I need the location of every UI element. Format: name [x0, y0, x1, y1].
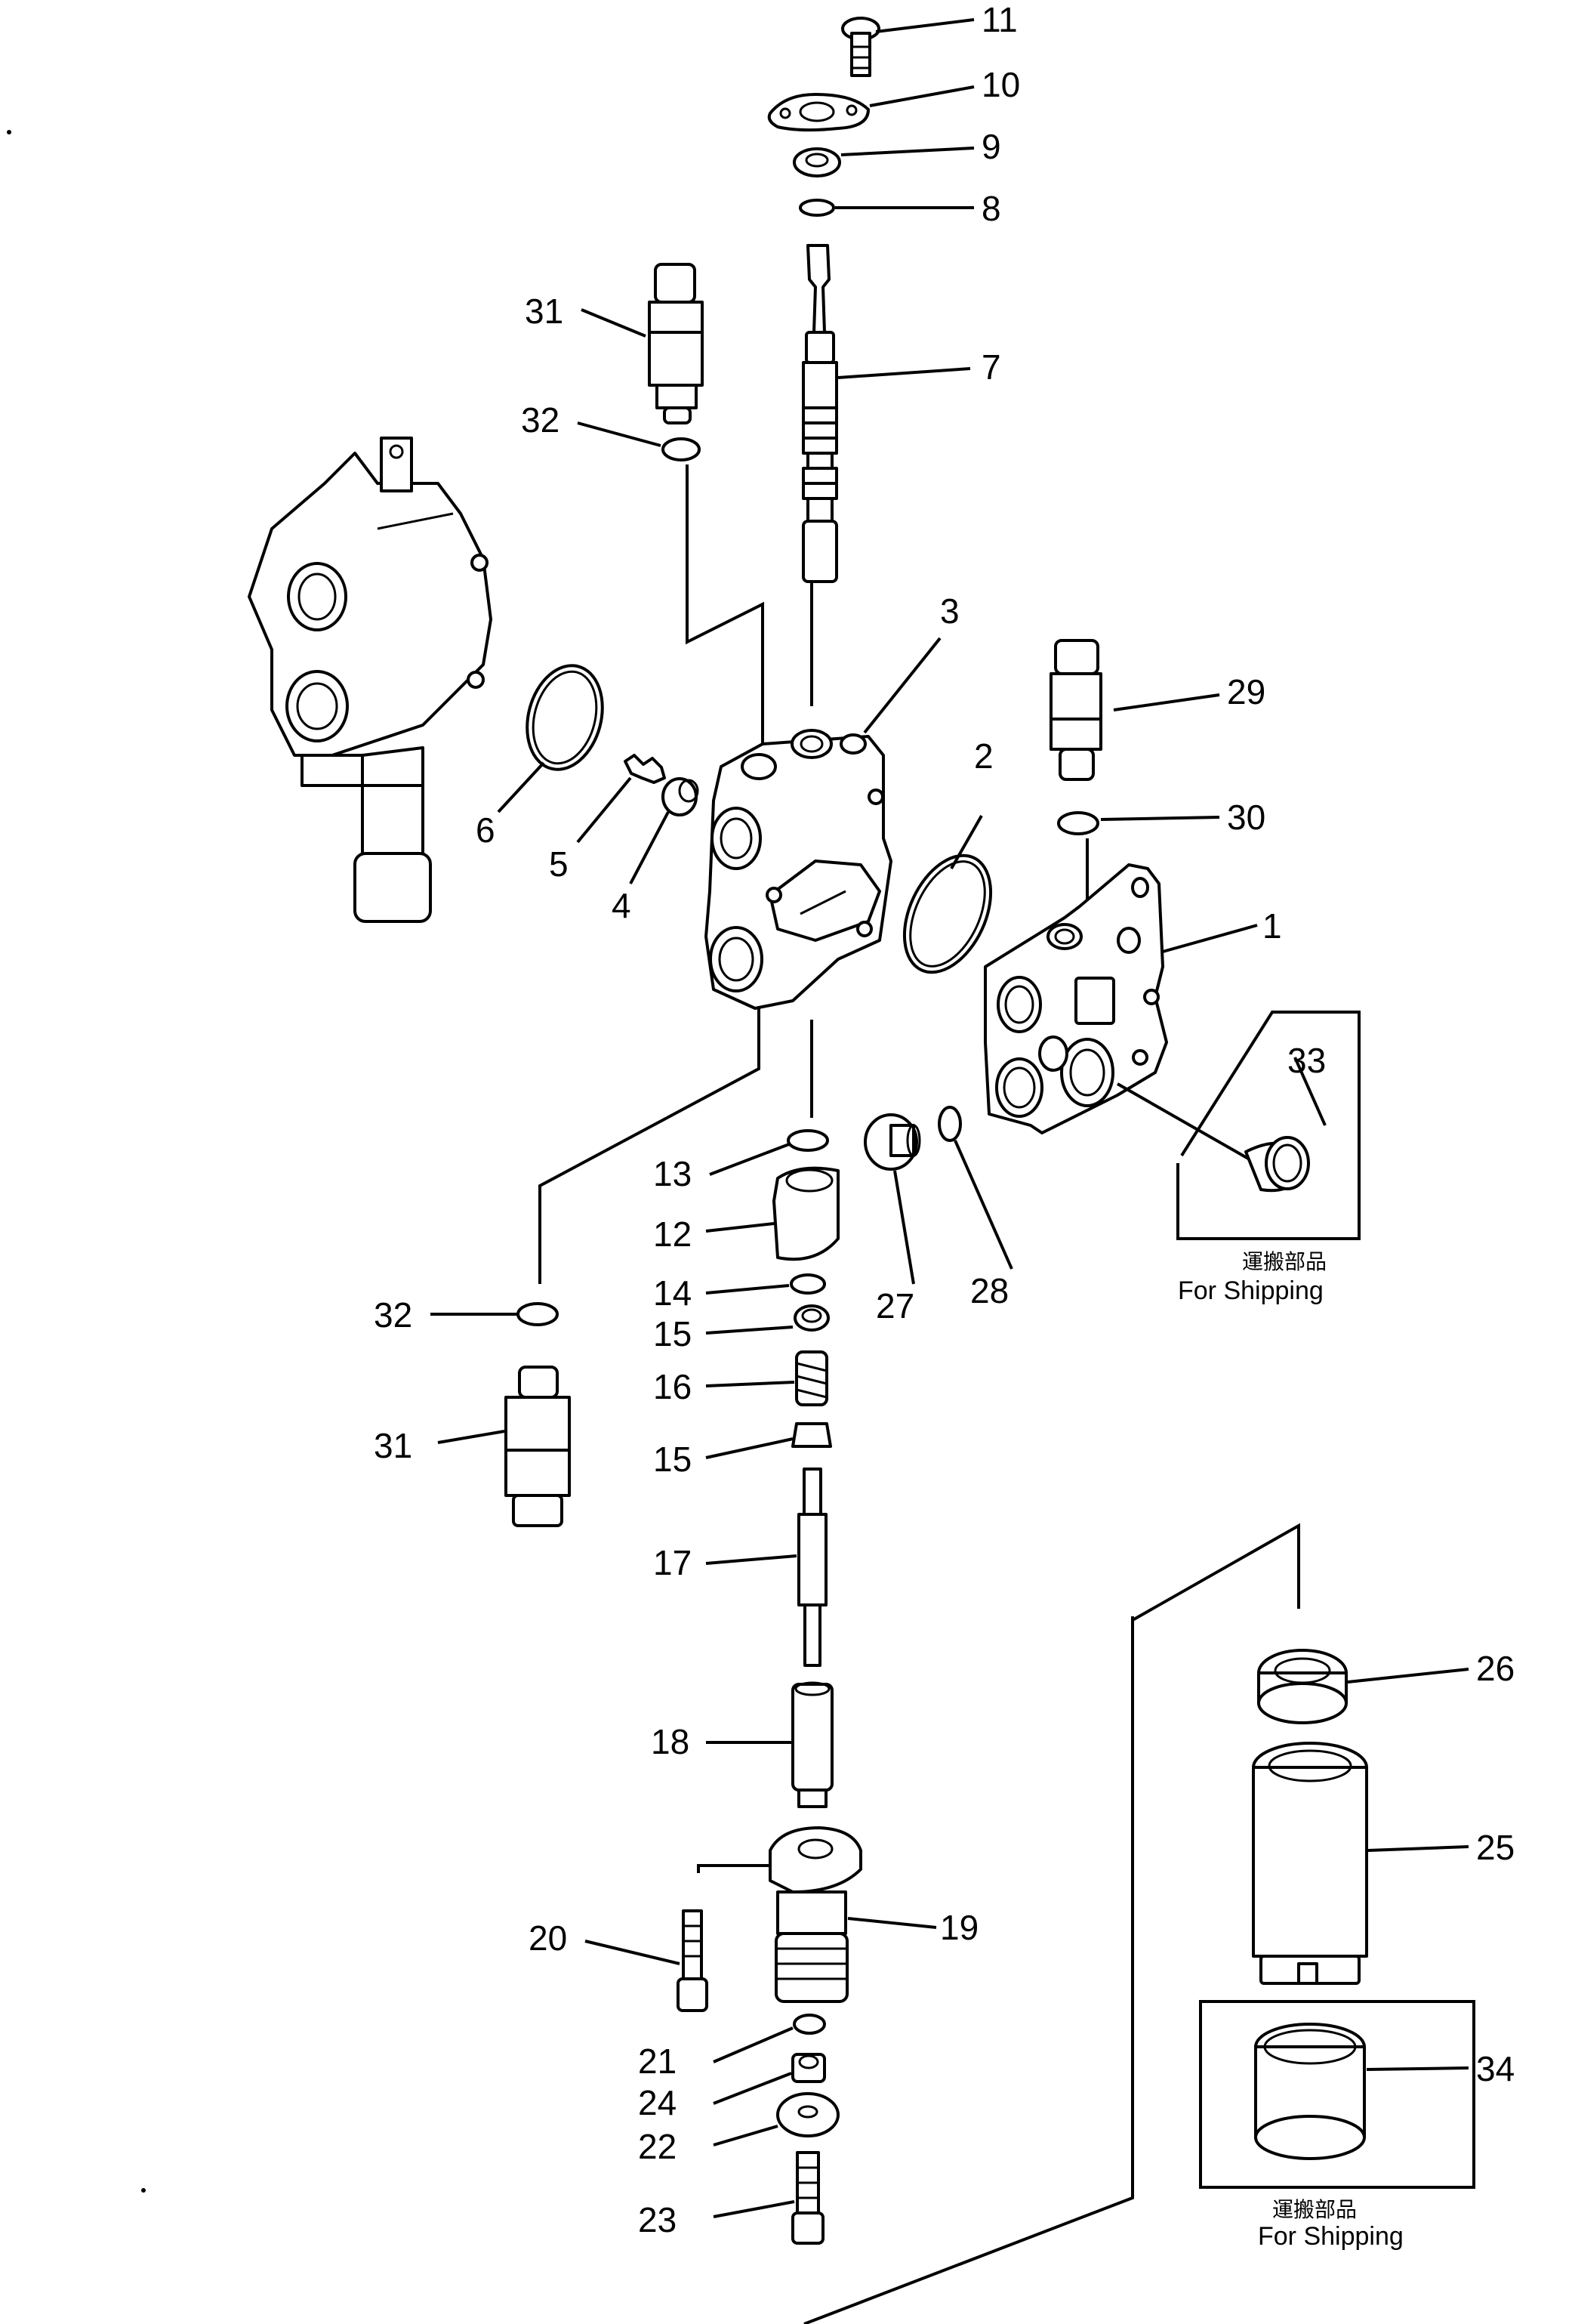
shipping-note-jp-33: 運搬部品 — [1242, 1249, 1327, 1274]
o-ring-8 — [799, 199, 835, 217]
bolt-20 — [677, 1909, 708, 2012]
spring-5 — [624, 754, 666, 784]
relief-valve-29 — [1050, 639, 1102, 781]
callout-32-upper: 32 — [521, 400, 559, 440]
spring-16 — [795, 1350, 828, 1406]
callout-27: 27 — [876, 1286, 914, 1326]
sleeve-18 — [791, 1681, 834, 1808]
callout-9: 9 — [982, 127, 1001, 166]
callout-31-lower: 31 — [374, 1426, 412, 1465]
callout-2: 2 — [974, 736, 994, 776]
scan-dot — [7, 130, 11, 134]
callout-3: 3 — [940, 591, 960, 631]
callout-15-lower: 15 — [653, 1440, 692, 1479]
collar-34 — [1254, 2023, 1366, 2160]
callout-24: 24 — [638, 2083, 677, 2122]
callout-28: 28 — [970, 1271, 1009, 1310]
callout-6: 6 — [476, 810, 495, 850]
callout-5: 5 — [549, 844, 569, 884]
shipping-note-jp-34: 運搬部品 — [1272, 2197, 1357, 2222]
relief-valve-31-upper — [648, 263, 704, 424]
end-body-1 — [984, 863, 1168, 1134]
bolt-11 — [841, 17, 880, 77]
washer-22 — [776, 2092, 840, 2137]
callout-29: 29 — [1227, 672, 1265, 711]
shipping-note-en-34: For Shipping — [1258, 2222, 1404, 2251]
callout-15-upper: 15 — [653, 1314, 692, 1353]
o-ring-32-upper — [661, 437, 701, 461]
o-ring-32-lower — [516, 1302, 559, 1326]
o-ring-6 — [526, 664, 604, 771]
o-ring-30 — [1057, 811, 1099, 835]
o-ring-13 — [787, 1129, 829, 1152]
retainer-15-upper — [794, 1304, 830, 1332]
callout-18: 18 — [651, 1722, 689, 1761]
screw-23 — [791, 2151, 825, 2245]
callout-23: 23 — [638, 2200, 677, 2239]
leader-lines — [430, 18, 1469, 2218]
nut-24 — [791, 2053, 826, 2083]
plug-27 — [864, 1113, 921, 1171]
callout-1: 1 — [1262, 906, 1282, 946]
callout-10: 10 — [982, 65, 1020, 104]
spool-7 — [802, 244, 838, 583]
adjacent-valve-housing — [248, 437, 492, 923]
callout-8: 8 — [982, 189, 1001, 228]
o-ring-28 — [938, 1106, 962, 1142]
callout-20: 20 — [529, 1918, 567, 1958]
cover-19 — [769, 1826, 862, 2003]
shipping-box-34: 運搬部品 For Shipping — [1199, 2000, 1475, 2251]
o-ring-2 — [902, 853, 993, 974]
scan-dot — [141, 2188, 146, 2193]
retainer-15-lower — [791, 1422, 832, 1448]
cap-25 — [1252, 1742, 1368, 1985]
seal-9 — [793, 147, 841, 177]
plate-10 — [767, 93, 870, 132]
callout-12: 12 — [653, 1214, 692, 1254]
callout-30: 30 — [1227, 798, 1265, 837]
poppet-4 — [661, 777, 699, 816]
callout-7: 7 — [982, 347, 1001, 387]
callout-34: 34 — [1476, 2049, 1515, 2088]
stopper-17 — [797, 1468, 828, 1667]
callout-17: 17 — [653, 1543, 692, 1582]
o-ring-14 — [790, 1273, 826, 1295]
section-body-3 — [704, 729, 892, 1010]
callout-13: 13 — [653, 1154, 692, 1193]
cap-12 — [772, 1166, 840, 1261]
callout-25: 25 — [1476, 1828, 1515, 1867]
callout-31-upper: 31 — [525, 292, 563, 331]
callout-26: 26 — [1476, 1649, 1515, 1688]
snap-ring-21 — [793, 2014, 826, 2035]
callout-4: 4 — [612, 886, 631, 925]
assembly-center-lines — [538, 464, 1300, 2324]
callout-16: 16 — [653, 1367, 692, 1406]
shipping-note-en-33: For Shipping — [1178, 1276, 1324, 1305]
callout-32-lower: 32 — [374, 1295, 412, 1335]
callout-11: 11 — [982, 0, 1018, 39]
shipping-box-33: 運搬部品 For Shipping — [1117, 1011, 1361, 1305]
callout-33: 33 — [1287, 1041, 1326, 1080]
callout-22: 22 — [638, 2127, 677, 2166]
callout-19: 19 — [940, 1908, 979, 1947]
lock-nut-26 — [1257, 1649, 1348, 1724]
callout-numbers: 11 10 9 8 7 31 32 3 29 30 2 1 6 5 4 33 1… — [374, 0, 1515, 2239]
guard-33 — [1244, 1136, 1310, 1193]
callout-21: 21 — [638, 2042, 677, 2081]
relief-valve-31-lower — [504, 1366, 571, 1527]
callout-14: 14 — [653, 1273, 692, 1313]
